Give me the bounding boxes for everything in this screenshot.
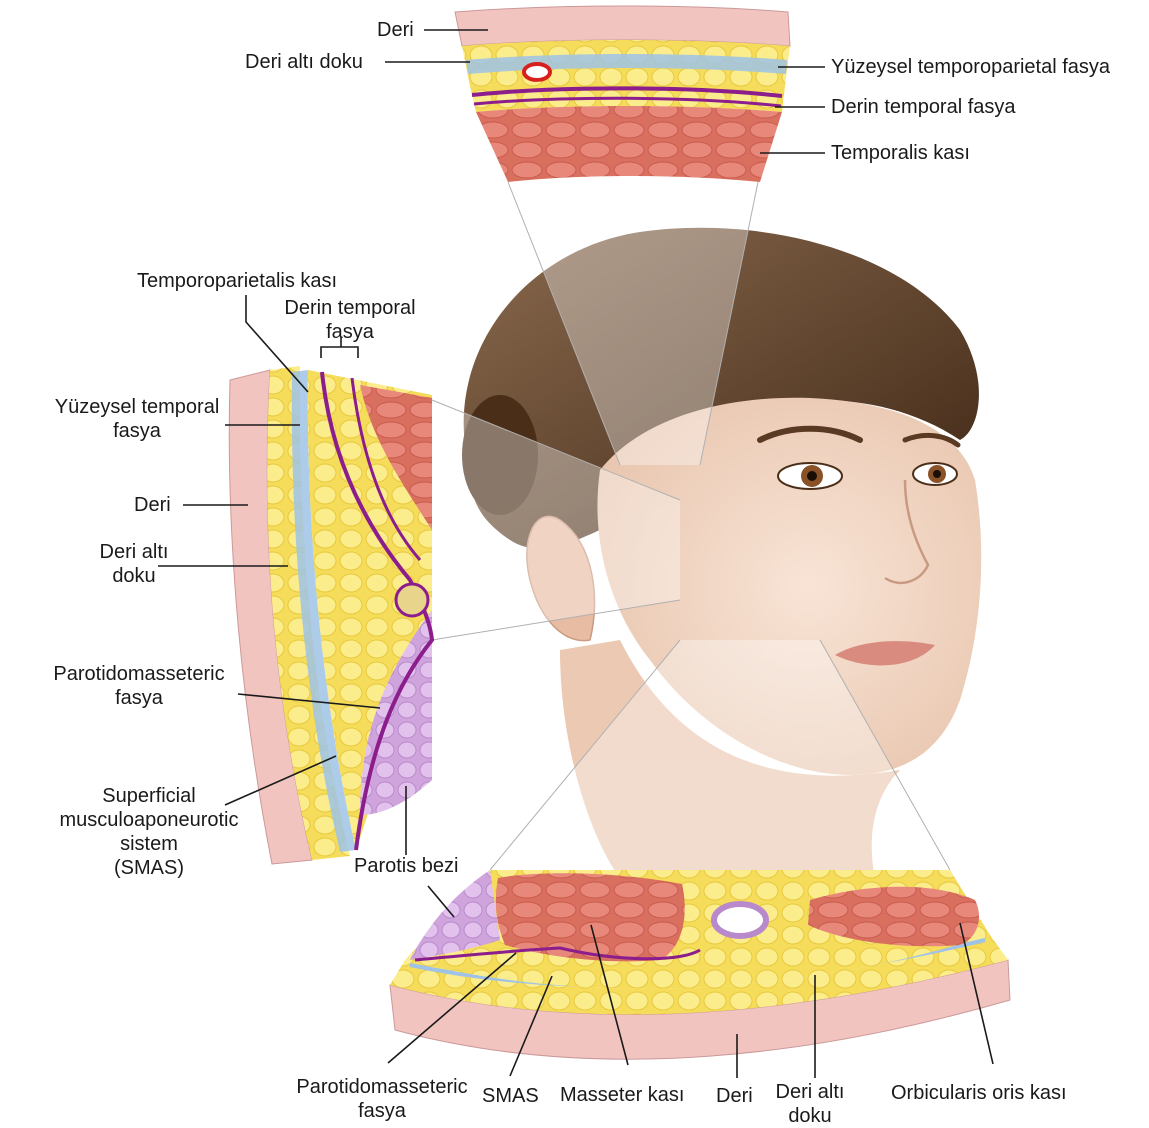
label-left-derin-temporal-fasya-line2: fasya bbox=[270, 320, 430, 344]
label-bottom-masseter-kasi: Masseter kası bbox=[560, 1083, 684, 1107]
label-top-deri: Deri bbox=[377, 18, 414, 42]
label-left-deri-alti-line1: Deri altı bbox=[88, 540, 180, 564]
label-left-smas: Superficial musculoaponeurotic sistem (S… bbox=[46, 784, 252, 880]
label-left-yuzeysel-temporal-fasya: Yüzeysel temporal fasya bbox=[46, 395, 228, 443]
label-left-deri-alti-doku: Deri altı doku bbox=[88, 540, 180, 588]
top-temporalis-muscle bbox=[476, 106, 782, 182]
label-left-yuzeysel-temporal-fasya-line2: fasya bbox=[46, 419, 228, 443]
label-bottom-smas: SMAS bbox=[482, 1084, 539, 1108]
label-left-smas-line2: musculoaponeurotic bbox=[46, 808, 252, 832]
label-left-parotidomasseteric-line2: fasya bbox=[44, 686, 234, 710]
label-left-deri: Deri bbox=[134, 493, 171, 517]
label-bottom-parotidomasseteric-fasya: Parotidomasseteric fasya bbox=[284, 1075, 480, 1123]
label-bottom-deri-alti-line2: doku bbox=[764, 1104, 856, 1128]
label-bottom-parotidomasseteric-line2: fasya bbox=[284, 1099, 480, 1123]
label-top-deri-alti-doku: Deri altı doku bbox=[245, 50, 363, 74]
label-bottom-deri-alti-line1: Deri altı bbox=[764, 1080, 856, 1104]
bottom-duct bbox=[714, 904, 766, 936]
label-top-yuzeysel-temporoparietal-fasya: Yüzeysel temporoparietal fasya bbox=[831, 55, 1110, 79]
label-left-smas-line3: sistem bbox=[46, 832, 252, 856]
label-bottom-deri: Deri bbox=[716, 1084, 753, 1108]
bottom-cross-section bbox=[390, 870, 1010, 1059]
label-bottom-orbicularis-oris-kasi: Orbicularis oris kası bbox=[891, 1081, 1067, 1105]
label-left-temporoparietalis-kasi: Temporoparietalis kası bbox=[137, 269, 337, 293]
label-top-temporalis-kasi: Temporalis kası bbox=[831, 141, 970, 165]
label-left-deri-alti-line2: doku bbox=[88, 564, 180, 588]
top-vessel bbox=[524, 64, 550, 80]
bottom-masseter-muscle bbox=[496, 873, 685, 961]
left-nerve bbox=[396, 584, 428, 616]
top-skin-layer bbox=[455, 6, 790, 46]
right-pupil bbox=[933, 470, 941, 478]
label-bottom-parotidomasseteric-line1: Parotidomasseteric bbox=[284, 1075, 480, 1099]
top-cross-section bbox=[455, 6, 790, 182]
label-bottom-deri-alti-doku: Deri altı doku bbox=[764, 1080, 856, 1128]
label-left-smas-line4: (SMAS) bbox=[46, 856, 252, 880]
label-left-derin-temporal-fasya: Derin temporal fasya bbox=[270, 296, 430, 344]
label-top-derin-temporal-fasya: Derin temporal fasya bbox=[831, 95, 1016, 119]
label-left-parotis-bezi: Parotis bezi bbox=[354, 854, 459, 878]
label-left-smas-line1: Superficial bbox=[46, 784, 252, 808]
left-pupil bbox=[807, 471, 817, 481]
label-left-parotidomasseteric-fasya: Parotidomasseteric fasya bbox=[44, 662, 234, 710]
label-left-yuzeysel-temporal-fasya-line1: Yüzeysel temporal bbox=[46, 395, 228, 419]
label-left-derin-temporal-fasya-line1: Derin temporal bbox=[270, 296, 430, 320]
label-left-parotidomasseteric-line1: Parotidomasseteric bbox=[44, 662, 234, 686]
